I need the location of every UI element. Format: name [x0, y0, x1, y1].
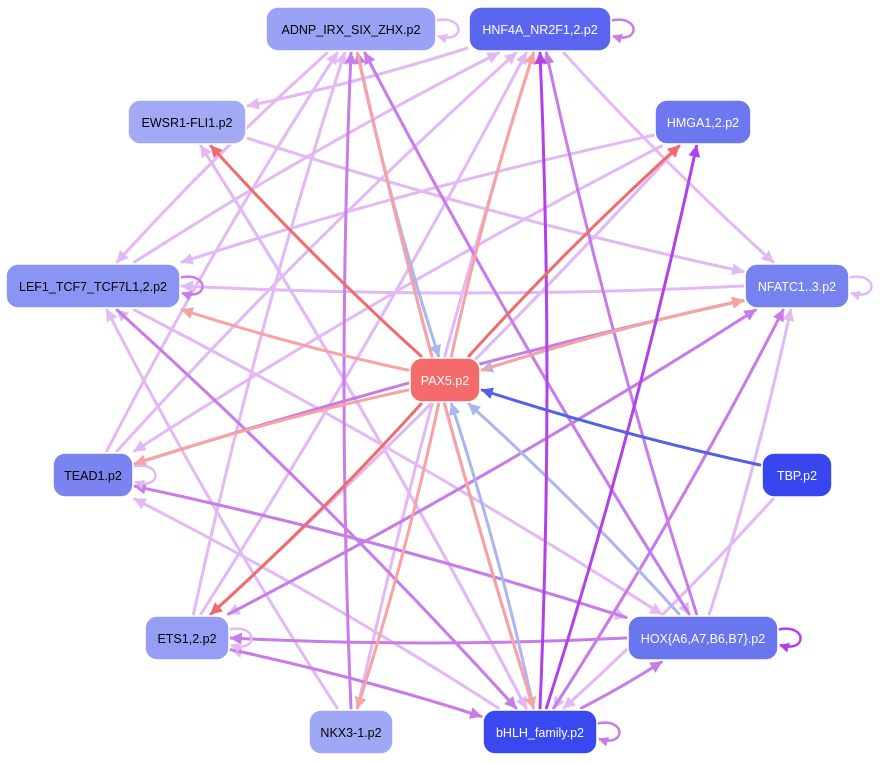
- edge-pax5-to-lef1: [180, 307, 410, 372]
- node-box-ets: [144, 615, 230, 661]
- node-box-lef1: [5, 263, 181, 309]
- self-loop-hnf4a: [608, 18, 635, 44]
- edge-hox-to-ets: [229, 632, 628, 645]
- edge-lef1-to-bhlh: [115, 308, 518, 710]
- nodes-layer: ADNP_IRX_SIX_ZHX.p2 HNF4A_NR2F1,2.p2EWSR1…: [5, 6, 850, 755]
- edge-hox-to-tead1: [133, 482, 628, 619]
- node-ewsr1[interactable]: EWSR1-FLI1.p2: [127, 99, 247, 145]
- node-box-pax5: [409, 357, 481, 403]
- node-label-tbp: TBP.p2: [777, 469, 817, 483]
- node-nkx3[interactable]: NKX3-1.p2: [308, 709, 394, 755]
- edge-lef1-to-hnf4a: [133, 51, 500, 264]
- node-label-pax5: PAX5.p2: [421, 374, 469, 388]
- node-label-nkx3: NKX3-1.p2: [320, 726, 381, 740]
- edge-bhlh-to-hnf4a: [534, 51, 549, 710]
- edge-pax5-to-nkx3: [354, 402, 441, 710]
- node-pax5[interactable]: PAX5.p2: [409, 357, 481, 403]
- edge-ewsr1-to-nfatc: [246, 136, 745, 276]
- self-loop-bhlh: [594, 721, 621, 747]
- node-lef1[interactable]: LEF1_TCF7_TCF7L1,2.p2: [5, 263, 181, 309]
- edge-pax5-to-tead1: [133, 388, 410, 467]
- edge-ewsr1-to-bhlh: [199, 144, 528, 710]
- node-hox[interactable]: HOX{A6,A7,B6,B7}.p2: [627, 615, 779, 661]
- self-loop-ets: [226, 627, 253, 653]
- node-hmga[interactable]: HMGA1,2.p2: [654, 99, 752, 145]
- edge-pax5-to-hnf4a: [450, 51, 536, 358]
- edge-tead1-to-adnp: [105, 51, 339, 453]
- node-box-nkx3: [308, 709, 394, 755]
- edge-ets-to-hnf4a: [199, 51, 528, 616]
- node-label-bhlh: bHLH_family.p2: [496, 726, 584, 740]
- node-box-hnf4a: [468, 6, 612, 52]
- edge-pax5-to-hmga: [467, 144, 681, 358]
- edge-pax5-to-nfatc: [480, 296, 745, 372]
- node-box-nfatc: [744, 263, 850, 309]
- node-label-hmga: HMGA1,2.p2: [667, 116, 739, 130]
- edge-hox-to-pax5: [467, 402, 681, 616]
- self-loop-lef1: [177, 275, 204, 301]
- node-nfatc[interactable]: NFATC1..3.p2: [744, 263, 850, 309]
- node-box-ewsr1: [127, 99, 247, 145]
- self-loop-adnp: [433, 18, 460, 44]
- node-label-hox: HOX{A6,A7,B6,B7}.p2: [641, 632, 765, 646]
- node-box-tbp: [761, 452, 833, 498]
- edge-hmga-to-tead1: [133, 144, 663, 453]
- node-label-ets: ETS1,2.p2: [157, 632, 216, 646]
- self-loop-nfatc: [846, 275, 873, 301]
- edge-pax5-to-ets: [209, 402, 423, 616]
- node-label-tead1: TEAD1.p2: [64, 469, 122, 483]
- edge-bhlh-to-pax5: [449, 402, 535, 710]
- node-bhlh[interactable]: bHLH_family.p2: [482, 709, 598, 755]
- edge-tead1-to-hnf4a: [115, 51, 518, 453]
- edge-ets-to-adnp: [192, 51, 347, 616]
- node-label-nfatc: NFATC1..3.p2: [758, 280, 836, 294]
- node-adnp[interactable]: ADNP_IRX_SIX_ZHX.p2: [265, 6, 437, 52]
- edge-ets-to-bhlh: [229, 648, 483, 719]
- edges-layer: [105, 46, 795, 719]
- edge-ets-to-nfatc: [227, 308, 757, 616]
- edge-pax5-to-ewsr1: [209, 144, 423, 358]
- node-hnf4a[interactable]: HNF4A_NR2F1,2.p2: [468, 6, 612, 52]
- edge-bhlh-to-hox: [580, 660, 663, 710]
- edge-hox-to-adnp: [363, 51, 691, 616]
- node-tead1[interactable]: TEAD1.p2: [52, 452, 134, 498]
- edge-hmga-to-lef1: [180, 133, 655, 265]
- node-label-hnf4a: HNF4A_NR2F1,2.p2: [482, 23, 597, 37]
- node-ets[interactable]: ETS1,2.p2: [144, 615, 230, 661]
- edge-nkx3-to-adnp: [342, 51, 357, 710]
- node-box-hmga: [654, 99, 752, 145]
- edge-tbp-to-pax5: [480, 387, 762, 467]
- edge-hox-to-hnf4a: [542, 51, 699, 616]
- edge-bhlh-to-hmga: [544, 144, 701, 710]
- node-label-adnp: ADNP_IRX_SIX_ZHX.p2: [282, 23, 421, 37]
- node-box-hox: [627, 615, 779, 661]
- edge-bhlh-to-nfatc: [552, 308, 785, 710]
- node-label-ewsr1: EWSR1-FLI1.p2: [141, 116, 232, 130]
- node-box-adnp: [265, 6, 437, 52]
- edge-bhlh-to-tead1: [133, 497, 500, 710]
- node-box-bhlh: [482, 709, 598, 755]
- edge-bhlh-to-ets: [229, 646, 483, 718]
- self-loop-hox: [775, 627, 802, 653]
- node-box-tead1: [52, 452, 134, 498]
- self-loops-layer: [130, 18, 873, 747]
- node-tbp[interactable]: TBP.p2: [761, 452, 833, 498]
- edge-nkx3-to-lef1: [105, 308, 339, 710]
- self-loop-tead1: [130, 464, 157, 490]
- node-label-lef1: LEF1_TCF7_TCF7L1,2.p2: [19, 280, 167, 294]
